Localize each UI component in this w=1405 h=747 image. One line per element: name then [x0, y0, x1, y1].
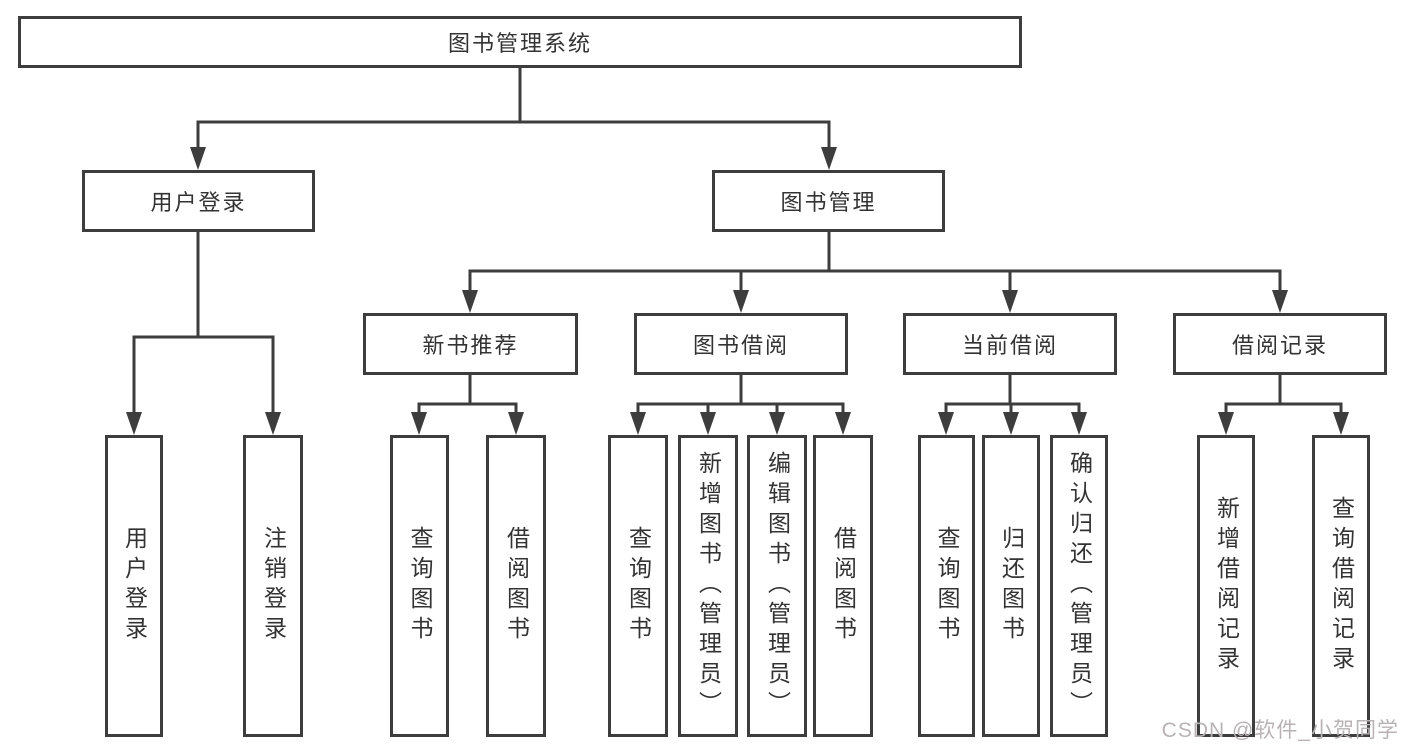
node-borrowing-records: 借阅记录 — [1173, 313, 1387, 375]
node-leaf-br-query: 查询借阅记录 — [1312, 435, 1370, 737]
arrowhead-icon — [1003, 412, 1019, 435]
node-user-login: 用户登录 — [82, 170, 315, 232]
node-label: 借阅图书 — [503, 526, 530, 646]
node-leaf-br-add: 新增借阅记录 — [1197, 435, 1255, 737]
arrowhead-icon — [508, 412, 524, 435]
node-book-management: 图书管理 — [712, 170, 945, 232]
node-label: 编辑图书（管理员） — [764, 451, 791, 721]
arrowhead-icon — [411, 412, 427, 435]
node-label: 图书管理系统 — [447, 31, 592, 56]
node-label: 查询图书 — [934, 526, 960, 646]
node-label: 查询图书 — [407, 526, 433, 646]
node-label: 借阅记录 — [1231, 333, 1328, 358]
node-leaf-cb-return: 归还图书 — [982, 435, 1040, 737]
arrowhead-icon — [700, 412, 716, 435]
node-root: 图书管理系统 — [18, 16, 1022, 68]
arrowhead-icon — [835, 412, 851, 435]
node-leaf-nbr-borrow: 借阅图书 — [486, 435, 546, 737]
arrowhead-icon — [938, 412, 954, 435]
node-book-borrowing: 图书借阅 — [634, 313, 848, 375]
node-new-book-recommend: 新书推荐 — [363, 313, 578, 375]
node-label: 查询图书 — [625, 526, 652, 646]
arrowhead-icon — [190, 147, 206, 170]
node-label: 图书借阅 — [692, 333, 789, 358]
node-label: 确认归还（管理员） — [1066, 451, 1093, 721]
arrowhead-icon — [126, 412, 142, 435]
arrowhead-icon — [630, 412, 646, 435]
node-leaf-cb-query: 查询图书 — [918, 435, 975, 737]
node-label: 查询借阅记录 — [1328, 496, 1355, 676]
node-label: 注销登录 — [260, 526, 287, 646]
node-label: 图书管理 — [780, 190, 877, 215]
node-current-borrowing: 当前借阅 — [903, 313, 1117, 375]
arrowhead-icon — [462, 290, 478, 313]
arrowhead-icon — [1272, 290, 1288, 313]
node-leaf-bb-edit: 编辑图书（管理员） — [747, 435, 807, 737]
node-label: 用户登录 — [121, 526, 148, 646]
node-label: 新增借阅记录 — [1213, 496, 1240, 676]
watermark-text: CSDN @软件_小贺同学 — [1161, 719, 1399, 742]
node-label: 新书推荐 — [422, 333, 519, 358]
node-leaf-nbr-query: 查询图书 — [390, 435, 449, 737]
arrowhead-icon — [265, 412, 281, 435]
node-label: 当前借阅 — [961, 333, 1058, 358]
arrowhead-icon — [1333, 412, 1349, 435]
arrowhead-icon — [1002, 290, 1018, 313]
node-leaf-logout: 注销登录 — [243, 435, 303, 737]
node-leaf-cb-confirm: 确认归还（管理员） — [1050, 435, 1108, 737]
arrowhead-icon — [733, 290, 749, 313]
node-leaf-bb-query: 查询图书 — [608, 435, 668, 737]
node-label: 归还图书 — [998, 526, 1025, 646]
node-leaf-user-login: 用户登录 — [105, 435, 163, 737]
node-label: 借阅图书 — [830, 526, 857, 646]
arrowhead-icon — [821, 147, 837, 170]
arrowhead-icon — [1218, 412, 1234, 435]
arrowhead-icon — [769, 412, 785, 435]
node-leaf-bb-add: 新增图书（管理员） — [678, 435, 738, 737]
node-label: 用户登录 — [150, 190, 247, 215]
node-leaf-bb-borrow: 借阅图书 — [813, 435, 873, 737]
node-label: 新增图书（管理员） — [695, 451, 722, 721]
arrowhead-icon — [1071, 412, 1087, 435]
